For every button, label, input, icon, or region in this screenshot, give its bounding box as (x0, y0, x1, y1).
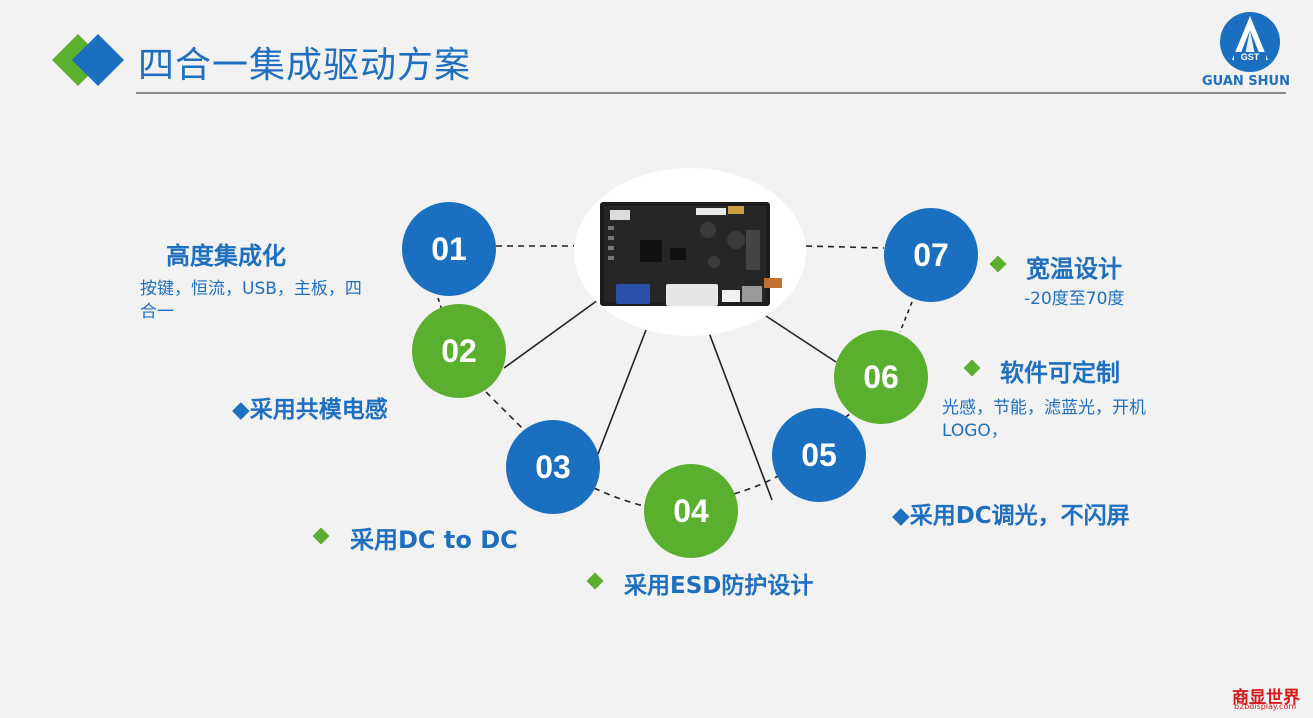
title-divider (136, 92, 1286, 94)
feature-number-06: 06 (863, 358, 899, 395)
feature-title-05: ◆采用DC调光，不闪屏 (892, 503, 1130, 529)
feature-circle-07: 07 (884, 208, 978, 302)
feature-number-05: 05 (801, 436, 837, 473)
gst-logo-icon: GST (1220, 12, 1280, 72)
feature-circle-04: 04 (644, 464, 738, 558)
feature-circle-01: 01 (402, 202, 496, 296)
feature-title-07: 宽温设计 (1026, 255, 1122, 283)
header-diamond-icon (52, 34, 124, 86)
feature-circle-05: 05 (772, 408, 866, 502)
feature-title-03: 采用DC to DC (350, 526, 518, 554)
driver-board-image (600, 202, 782, 306)
watermark-cn: 商显世界 (1232, 688, 1300, 708)
feature-title-04: 采用ESD防护设计 (624, 573, 814, 599)
feature-desc-06: 光感，节能，滤蓝光，开机LOGO， (942, 398, 1146, 441)
feature-circle-06: 06 (834, 330, 928, 424)
page-title: 四合一集成驱动方案 (138, 45, 472, 86)
logo-name: GUAN SHUN (1202, 74, 1290, 89)
feature-title-01: 高度集成化 (166, 242, 286, 270)
feature-number-03: 03 (535, 448, 571, 485)
feature-circle-02: 02 (412, 304, 506, 398)
feature-title-02: ◆采用共模电感 (232, 397, 388, 423)
feature-number-07: 07 (913, 236, 949, 273)
feature-circle-03: 03 (506, 420, 600, 514)
feature-title-06: 软件可定制 (1000, 359, 1120, 387)
feature-number-02: 02 (441, 332, 477, 369)
watermark: 商显世界 b2bdisplay.com (1232, 683, 1306, 713)
feature-desc-01: 按键，恒流，USB，主板，四合一 (140, 279, 362, 322)
feature-number-04: 04 (673, 492, 709, 529)
logo-badge-text: GST (1241, 52, 1260, 62)
feature-number-01: 01 (431, 230, 467, 267)
feature-desc-07: -20度至70度 (1024, 289, 1125, 309)
watermark-url: b2bdisplay.com (1234, 702, 1297, 711)
